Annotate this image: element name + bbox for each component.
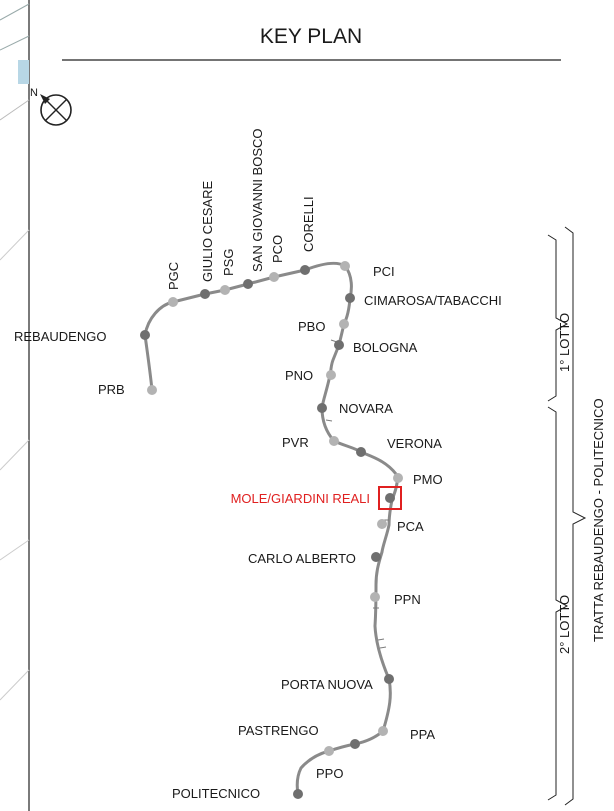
station-label: CORELLI	[301, 196, 316, 252]
selected-station-highlight	[378, 486, 402, 510]
station-label: PPA	[410, 727, 435, 742]
station-label: GIULIO CESARE	[200, 181, 215, 282]
station-label: PASTRENGO	[238, 723, 319, 738]
station-marker[interactable]	[384, 674, 394, 684]
station-marker[interactable]	[350, 739, 360, 749]
station-label: REBAUDENGO	[14, 329, 106, 344]
left-background-fragment	[0, 3, 30, 701]
station-marker[interactable]	[220, 285, 230, 295]
station-label: PPO	[316, 766, 343, 781]
station-marker[interactable]	[371, 552, 381, 562]
station-marker[interactable]	[370, 592, 380, 602]
station-label: PBO	[298, 319, 325, 334]
station-marker[interactable]	[356, 447, 366, 457]
station-marker[interactable]	[377, 519, 387, 529]
station-marker[interactable]	[378, 726, 388, 736]
station-marker[interactable]	[385, 493, 395, 503]
station-label: PGC	[166, 262, 181, 290]
sheet-frame	[28, 0, 30, 811]
station-marker[interactable]	[324, 746, 334, 756]
station-marker[interactable]	[345, 293, 355, 303]
station-marker[interactable]	[329, 436, 339, 446]
lot-1-bracket	[547, 234, 569, 402]
station-marker[interactable]	[269, 272, 279, 282]
station-label: PCO	[270, 235, 285, 263]
lot-1-label: 1° LOTTO	[557, 313, 572, 372]
station-label-highlighted: MOLE/GIARDINI REALI	[231, 491, 370, 506]
station-label: POLITECNICO	[172, 786, 260, 801]
station-label: SAN GIOVANNI BOSCO	[250, 128, 265, 272]
section-label: TRATTA REBAUDENGO - POLITECNICO	[591, 398, 606, 642]
station-label: BOLOGNA	[353, 340, 418, 355]
station-marker[interactable]	[300, 265, 310, 275]
station-label: PSG	[221, 249, 236, 276]
station-label: PCI	[373, 264, 395, 279]
page-title: KEY PLAN	[260, 25, 362, 48]
station-label: CARLO ALBERTO	[248, 551, 356, 566]
station-label: PPN	[394, 592, 421, 607]
station-marker[interactable]	[168, 297, 178, 307]
station-marker[interactable]	[393, 473, 403, 483]
station-marker[interactable]	[200, 289, 210, 299]
station-marker[interactable]	[317, 403, 327, 413]
station-label: NOVARA	[339, 401, 393, 416]
station-label: PCA	[397, 519, 424, 534]
station-labels: PRB REBAUDENGO PGC GIULIO CESARE PSG SAN…	[14, 128, 502, 801]
station-marker[interactable]	[334, 340, 344, 350]
station-label: PVR	[282, 435, 309, 450]
station-label: PORTA NUOVA	[281, 677, 373, 692]
station-marker[interactable]	[140, 330, 150, 340]
north-arrow-icon: N	[30, 87, 72, 126]
station-marker[interactable]	[243, 279, 253, 289]
station-marker[interactable]	[339, 319, 349, 329]
north-label: N	[30, 87, 38, 99]
station-marker[interactable]	[326, 370, 336, 380]
station-label: VERONA	[387, 436, 442, 451]
station-label: PRB	[98, 382, 125, 397]
station-marker[interactable]	[147, 385, 157, 395]
station-label: PMO	[413, 472, 443, 487]
station-marker[interactable]	[293, 789, 303, 799]
section-bracket	[564, 226, 587, 806]
station-label: PNO	[285, 368, 313, 383]
station-markers	[140, 261, 403, 799]
lot-2-label: 2° LOTTO	[557, 595, 572, 654]
lot-2-bracket	[547, 406, 569, 801]
station-label: CIMAROSA/TABACCHI	[364, 293, 502, 308]
station-marker[interactable]	[340, 261, 350, 271]
